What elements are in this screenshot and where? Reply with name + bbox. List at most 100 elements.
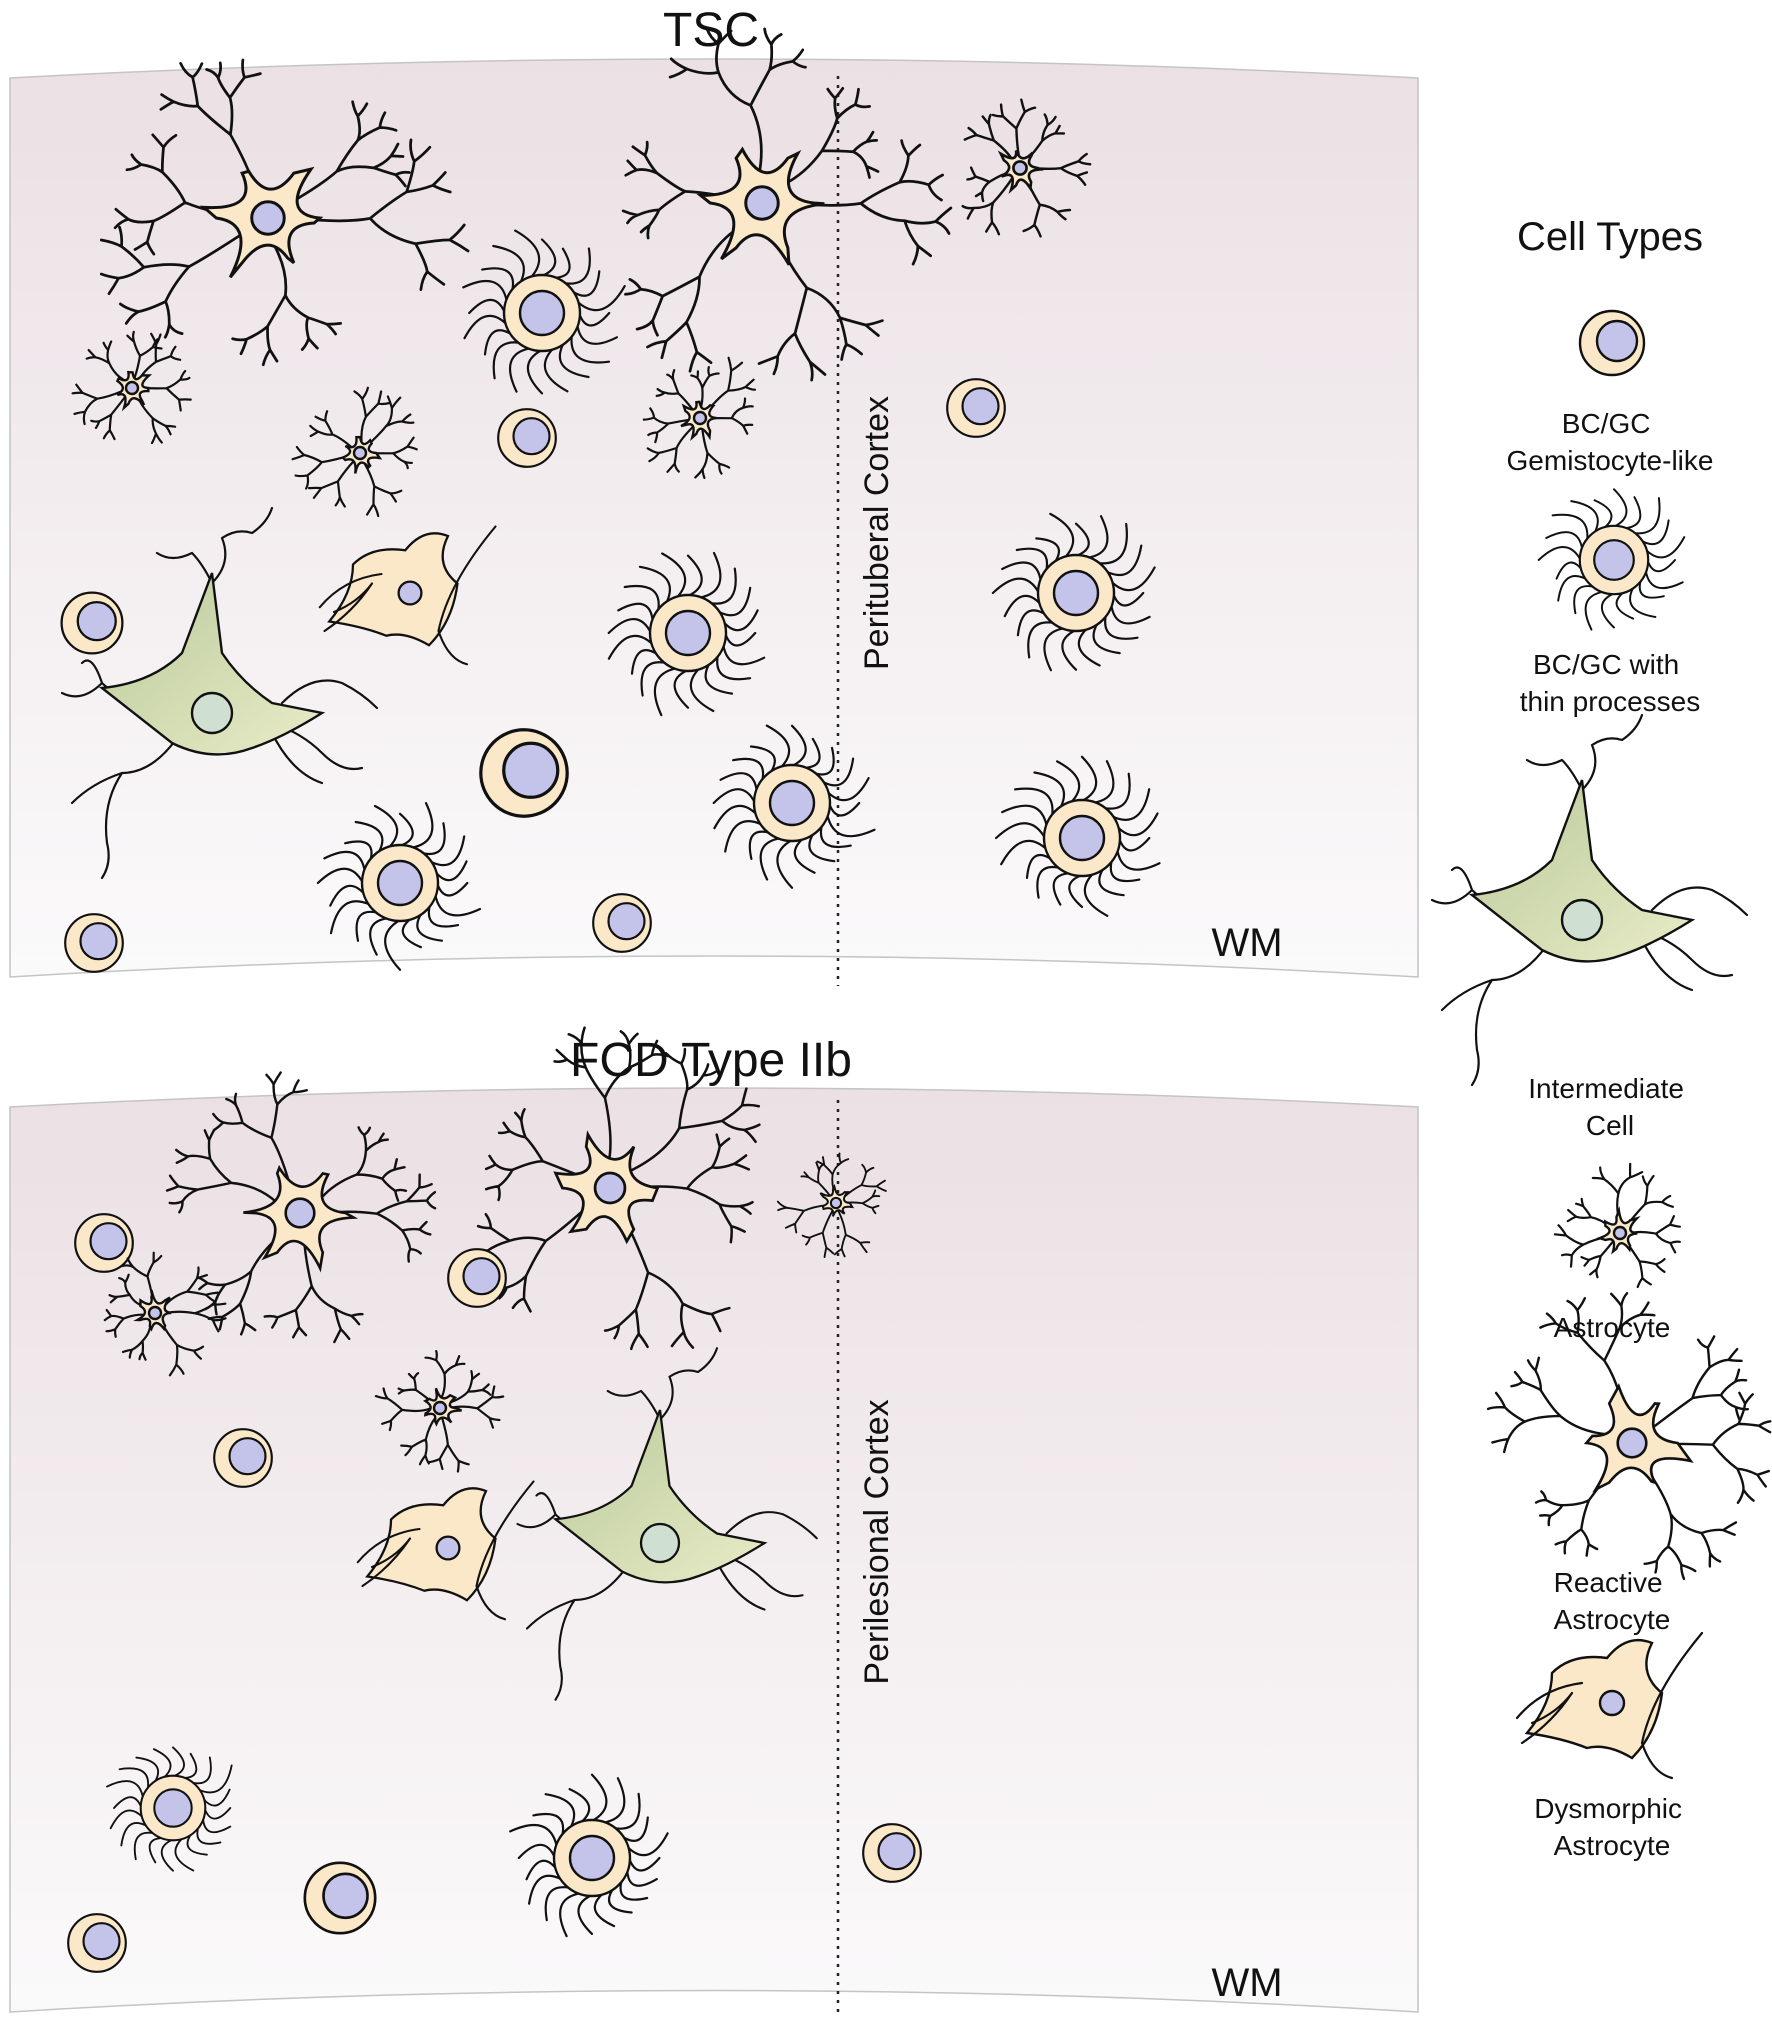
cell-nucleus <box>692 410 708 426</box>
cell-nucleus <box>432 1400 448 1416</box>
cell-nucleus <box>79 922 118 961</box>
cell-nucleus <box>1598 1689 1626 1717</box>
bc-gc-gemistocyte-cell <box>447 1248 507 1308</box>
astrocyte-cell <box>291 386 418 518</box>
cell-nucleus <box>284 1197 316 1229</box>
reactive-astrocyte-cell <box>165 1071 437 1344</box>
cell-shape <box>303 1861 377 1935</box>
cell-shape <box>961 98 1092 238</box>
bc-gc-gemistocyte-cell <box>497 408 557 468</box>
bc-gc-thin-processes-cell <box>712 724 876 889</box>
cell-shape <box>71 330 192 445</box>
cell-processes <box>1537 488 1686 631</box>
cell-shape <box>213 1428 273 1488</box>
cell-processes <box>607 551 766 717</box>
cell-nucleus <box>502 741 560 799</box>
legend-icon-gemistocyte <box>1578 309 1646 377</box>
cell-nucleus <box>877 1832 916 1871</box>
cell-shape <box>497 408 557 468</box>
cell-nucleus <box>376 859 424 907</box>
cell-nucleus <box>744 185 780 221</box>
cell-shape <box>99 58 470 367</box>
cell-body <box>327 532 459 647</box>
legend-label-reactive: Reactive Astrocyte <box>1554 1567 1671 1635</box>
cell-nucleus <box>829 1196 843 1210</box>
legend-label-gemistocyte: BC/GC Gemistocyte-like <box>1507 408 1714 476</box>
cell-shape <box>74 1213 134 1273</box>
cell-nucleus <box>124 380 140 396</box>
cell-processes <box>462 229 626 395</box>
cell-body <box>365 1487 497 1602</box>
bc-gc-gemistocyte-cell <box>60 591 124 655</box>
intermediate-cell <box>516 1347 818 1701</box>
cell-nucleus <box>664 609 712 657</box>
cell-nucleus <box>190 691 234 735</box>
panel-tsc: TSC Perituberal Cortex WM <box>9 4 1419 986</box>
cell-shape <box>67 1913 127 1973</box>
cell-processes <box>991 512 1156 672</box>
bc-gc-gemistocyte-cell <box>946 378 1006 438</box>
cell-shape <box>60 591 124 655</box>
legend-icon-astrocyte <box>1553 1162 1681 1289</box>
cell-shape <box>1578 309 1646 377</box>
panel-fcd-divider-label: Perilesional Cortex <box>858 1399 896 1684</box>
cell-nucleus <box>147 1305 163 1321</box>
bc-gc-thin-processes-cell <box>991 512 1156 672</box>
legend-label-dysmorphic: Dysmorphic Astrocyte <box>1534 1793 1690 1861</box>
cell-shape <box>291 386 418 518</box>
legend-title: Cell Types <box>1517 215 1703 259</box>
legend-icon-intermediate <box>1430 713 1749 1087</box>
bc-gc-gemistocyte-cell <box>592 893 652 953</box>
bc-gc-thin-processes-cell <box>509 1773 669 1938</box>
astrocyte-cell <box>103 1251 227 1377</box>
cell-nucleus <box>462 1257 501 1296</box>
cell-shape <box>479 728 569 818</box>
cell-shape <box>642 356 757 479</box>
cell-nucleus <box>568 1834 616 1882</box>
astrocyte-cell <box>776 1152 887 1258</box>
cell-processes <box>165 1071 437 1344</box>
cell-shape <box>607 551 766 717</box>
panel-tsc-divider-label: Perituberal Cortex <box>858 396 896 670</box>
cell-processes <box>356 1480 535 1621</box>
bc-gc-thin-processes-cell <box>316 802 482 971</box>
cell-shape <box>60 506 379 880</box>
cell-shape <box>1515 1631 1704 1780</box>
panel-fcd-title: FCD Type IIb <box>570 1034 852 1087</box>
cell-nucleus <box>1593 539 1635 581</box>
astrocyte-cell <box>374 1350 505 1473</box>
panel-fcd: FCD Type IIb Perilesional Cortex WM <box>9 1026 1419 2013</box>
cell-nucleus <box>352 445 368 461</box>
cell-nucleus <box>397 580 423 606</box>
cell-nucleus <box>1612 1225 1628 1241</box>
cell-nucleus <box>322 1872 369 1920</box>
cell-shape <box>1486 1292 1772 1581</box>
legend-label-astrocyte: Astrocyte <box>1554 1312 1671 1343</box>
dysmorphic-astrocyte-cell <box>318 525 497 666</box>
cell-nucleus <box>435 1535 461 1561</box>
cell-nucleus <box>639 1522 681 1564</box>
cell-processes <box>316 802 482 971</box>
cell-body <box>1468 779 1696 963</box>
legend-item-gemistocyte: BC/GC Gemistocyte-like <box>1507 309 1714 476</box>
cell-nucleus <box>1595 319 1639 363</box>
cell-nucleus <box>1012 160 1028 176</box>
bc-gc-gemistocyte-cell <box>862 1823 922 1883</box>
cell-shape <box>991 512 1156 672</box>
cell-nucleus <box>593 1171 627 1205</box>
cell-body <box>552 1409 768 1584</box>
cell-nucleus <box>512 417 551 456</box>
panel-tsc-cells <box>60 27 1161 973</box>
cell-processes <box>642 356 757 479</box>
cell-processes <box>1553 1162 1681 1289</box>
cell-shape <box>1553 1162 1681 1289</box>
cell-shape <box>1537 488 1686 631</box>
cell-shape <box>862 1823 922 1883</box>
cell-body <box>1524 1638 1664 1760</box>
cell-body <box>98 572 326 756</box>
legend-label-intermediate: Intermediate Cell <box>1528 1073 1691 1141</box>
cell-nucleus <box>1560 898 1604 942</box>
cell-shape <box>462 229 626 395</box>
legend-item-thin-processes: BC/GC with thin processes <box>1520 488 1700 717</box>
